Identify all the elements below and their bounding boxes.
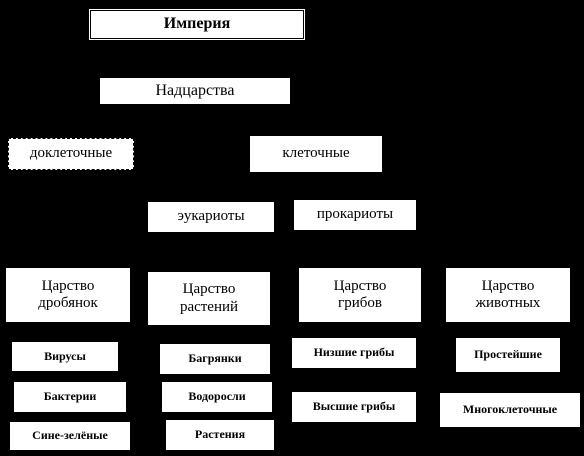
member-multicellular-label: Многоклеточные: [462, 402, 558, 417]
member-multicellular-box: Многоклеточные: [440, 393, 580, 427]
member-blue-green-label: Сине-зелёные: [32, 428, 108, 443]
member-lower-fungi-label: Низшие грибы: [313, 345, 395, 360]
member-bacteria-label: Бактерии: [43, 389, 97, 404]
member-higher-fungi-box: Высшие грибы: [292, 392, 416, 422]
eukaryotes-label: эукариоты: [177, 208, 245, 225]
member-higher-fungi-label: Высшие грибы: [312, 399, 396, 414]
member-plants-label: Растения: [194, 427, 246, 442]
root-empire-box: Империя: [88, 8, 306, 41]
member-protozoa-box: Простейшие: [456, 338, 560, 372]
kingdom-animals-box: Царство животных: [446, 268, 570, 322]
member-blue-green-box: Сине-зелёные: [10, 422, 130, 450]
kingdom-plants-label: Царство растений: [179, 281, 239, 315]
member-red-algae-label: Багрянки: [188, 351, 242, 366]
superkingdoms-box: Надцарства: [100, 78, 290, 104]
member-algae-box: Водоросли: [162, 382, 272, 412]
member-protozoa-label: Простейшие: [474, 347, 542, 362]
root-label: Империя: [163, 15, 231, 33]
member-viruses-box: Вирусы: [12, 342, 118, 371]
kingdom-fungi-box: Царство грибов: [299, 268, 421, 322]
kingdom-fungi-label: Царство грибов: [333, 277, 387, 311]
kingdom-fragmenters-label: Царство дробянок: [38, 277, 98, 311]
member-red-algae-box: Багрянки: [160, 344, 270, 374]
member-plants-box: Растения: [166, 420, 274, 450]
superkingdoms-label: Надцарства: [155, 81, 235, 99]
cellular-label: клеточные: [282, 145, 350, 162]
kingdom-fragmenters-box: Царство дробянок: [6, 268, 130, 322]
prokaryotes-label: прокариоты: [316, 206, 394, 223]
member-viruses-label: Вирусы: [44, 348, 86, 363]
kingdom-plants-box: Царство растений: [148, 272, 270, 325]
prokaryotes-box: прокариоты: [294, 200, 416, 230]
member-algae-label: Водоросли: [188, 389, 246, 404]
cellular-box: клеточные: [250, 136, 382, 172]
kingdom-animals-label: Царство животных: [475, 277, 541, 311]
precellular-label: доклеточные: [29, 145, 113, 162]
member-bacteria-box: Бактерии: [14, 382, 126, 412]
precellular-box: доклеточные: [8, 138, 134, 170]
member-lower-fungi-box: Низшие грибы: [292, 338, 416, 368]
eukaryotes-box: эукариоты: [148, 202, 274, 232]
